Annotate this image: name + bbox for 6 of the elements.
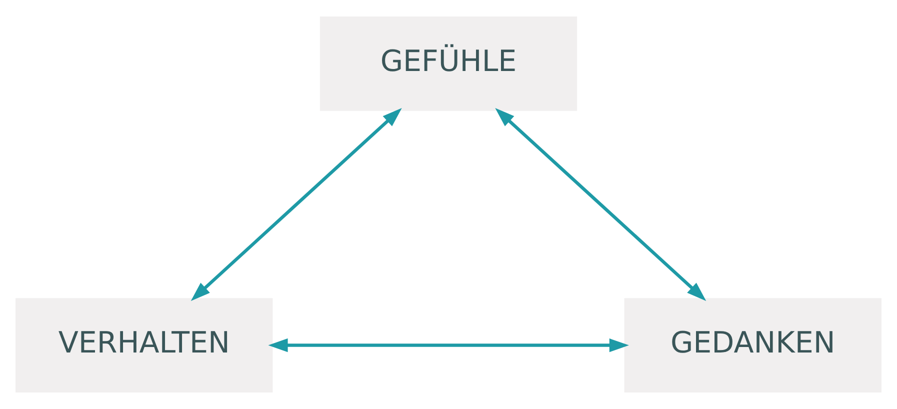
node-box: GEFÜHLE: [320, 16, 578, 111]
arrow: [495, 108, 706, 301]
node-box: VERHALTEN: [16, 298, 273, 392]
node-box: GEDANKEN: [624, 298, 882, 392]
arrow: [268, 338, 629, 352]
arrow: [190, 108, 402, 301]
